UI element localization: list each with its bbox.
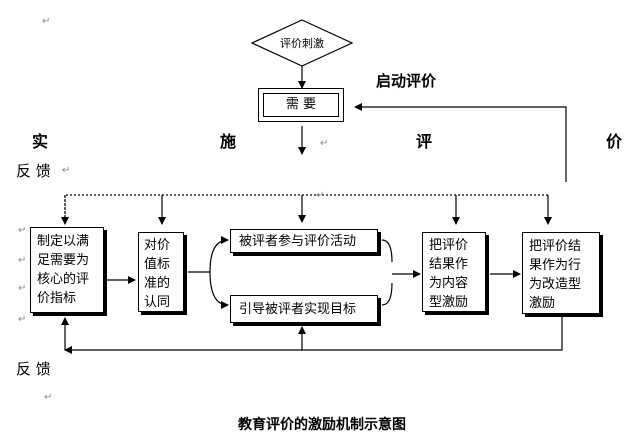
return-mark: ↵: [42, 16, 51, 27]
return-mark: ↵: [18, 255, 27, 266]
dotted-feedback-line: [64, 194, 548, 222]
box-recognition: 对价值标准的认同: [138, 232, 184, 312]
return-mark: ↵: [320, 138, 329, 149]
bottom-feedback-line: [64, 317, 563, 354]
start-eval-label: 启动评价: [376, 72, 437, 90]
row-char-4: 价: [606, 132, 623, 151]
arrow-split-up: [209, 236, 229, 273]
need-box-label: 需 要: [263, 93, 339, 117]
need-box: 需 要: [258, 88, 344, 122]
feedback-bottom-label: 反 馈: [16, 360, 51, 378]
box-intrinsic: 把评价结果作为内容型激励: [422, 232, 486, 312]
row-char-1: 实: [32, 132, 49, 151]
box-guide: 引导被评者实现目标: [230, 295, 378, 323]
return-mark: ↵: [18, 283, 27, 294]
line-merge-up: [381, 239, 393, 263]
start-diamond-label: 评价刺激: [280, 37, 324, 50]
feedback-top-label: 反 馈: [16, 162, 51, 180]
return-mark: ↵: [44, 392, 53, 403]
row-char-2: 施: [220, 132, 237, 151]
arrow-split-down: [209, 271, 229, 309]
box-needs-standard: 制定以满足需要为核心的评价指标: [30, 227, 104, 313]
return-mark: ↵: [62, 165, 71, 176]
box-participate: 被评者参与评价活动: [230, 229, 378, 253]
return-mark: ↵: [18, 314, 27, 325]
arrow-return-to-need: [354, 103, 567, 182]
row-char-3: 评: [416, 132, 433, 151]
return-mark: ↵: [316, 190, 325, 201]
return-mark: ↵: [18, 225, 27, 236]
line-merge-down: [381, 282, 393, 306]
diagram-caption: 教育评价的激励机制示意图: [238, 417, 406, 433]
box-improve: 把评价结果作为行为改造型激励: [522, 232, 600, 314]
